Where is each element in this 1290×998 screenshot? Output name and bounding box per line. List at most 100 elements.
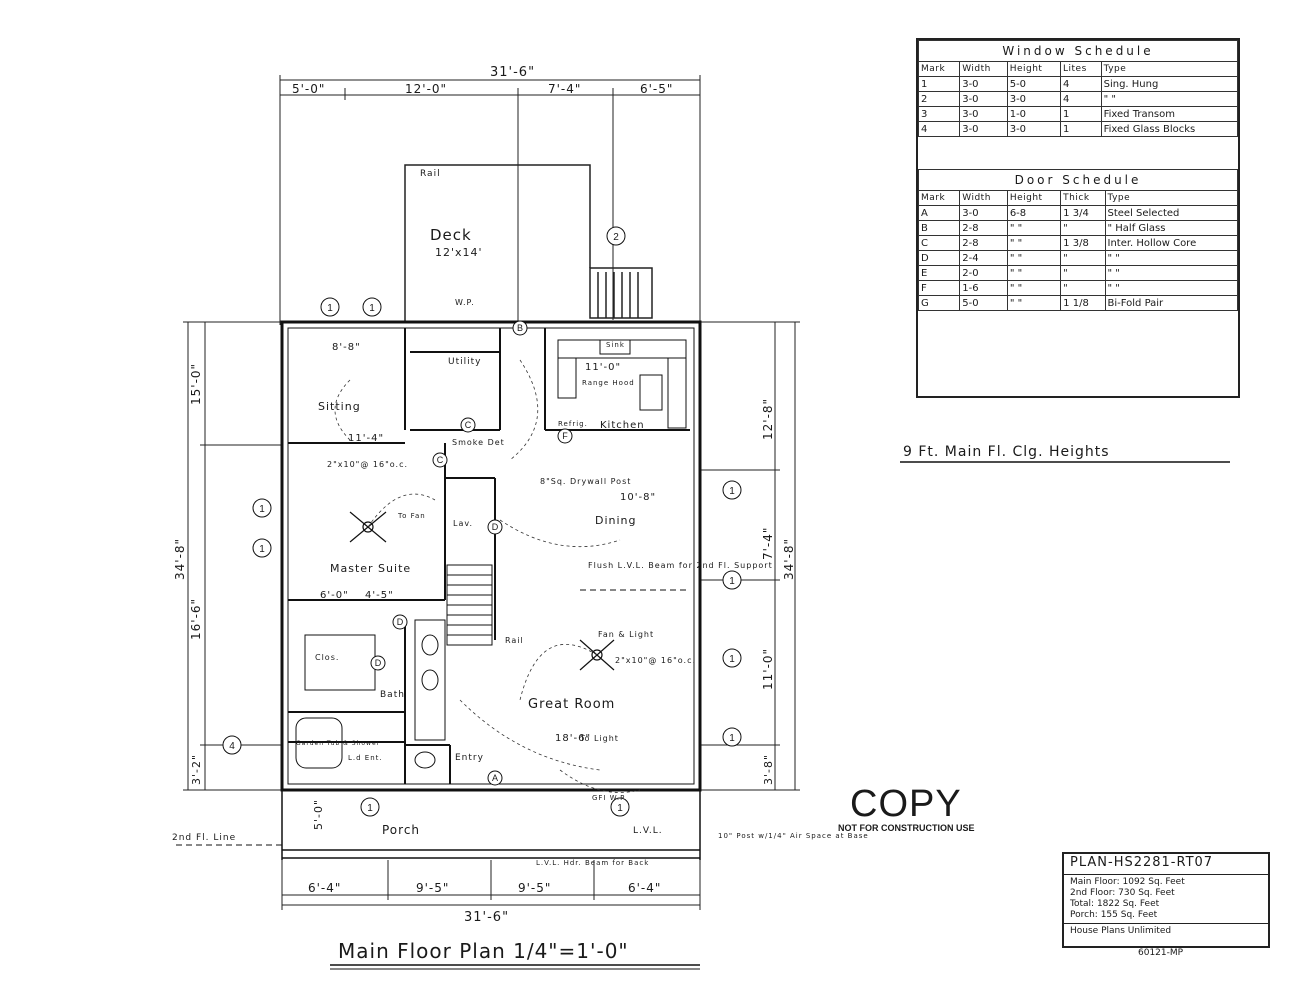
note-smoke-det: Smoke Det xyxy=(452,438,505,447)
svg-text:D: D xyxy=(492,522,499,532)
ws-header-height: Height xyxy=(1006,61,1062,77)
window-tags xyxy=(222,226,742,817)
svg-text:1: 1 xyxy=(617,803,623,814)
label-bath: Bath xyxy=(380,690,405,700)
label-deck: Deck xyxy=(430,226,472,244)
svg-text:1: 1 xyxy=(259,504,265,515)
note-gfi: GFI W.P. xyxy=(592,794,627,802)
area-row-total: Total: 1822 Sq. Feet xyxy=(1070,899,1160,909)
label-utility: Utility xyxy=(448,357,481,367)
dim-45: 4'-5" xyxy=(365,590,394,601)
svg-text:4: 4 xyxy=(229,741,235,752)
note-to-fan: To Fan xyxy=(397,512,426,520)
dim-left-seg-2: 16'-6" xyxy=(189,598,203,640)
area-row-second: 2nd Floor: 730 Sq. Feet xyxy=(1070,888,1175,898)
note-beam: L.V.L. Hdr. Beam for Back xyxy=(536,859,649,867)
dim-right-seg-4: 3'-8" xyxy=(762,754,775,785)
dim-top-seg-2: 12'-0" xyxy=(405,82,447,96)
dim-right-seg-1: 12'-8" xyxy=(761,398,775,440)
dim-left-seg-1: 15'-0" xyxy=(189,363,203,405)
svg-text:B: B xyxy=(517,323,523,333)
svg-text:1: 1 xyxy=(729,576,735,587)
label-rail-deck: Rail xyxy=(420,169,441,179)
svg-text:1: 1 xyxy=(259,544,265,555)
note-drywall-post: 8"Sq. Drywall Post xyxy=(540,477,631,486)
dim-bottom-seg-1: 6'-4" xyxy=(308,881,341,895)
label-entry: Entry xyxy=(455,753,484,763)
svg-text:C: C xyxy=(437,455,444,465)
note-lvl: L.V.L. xyxy=(633,826,663,836)
ds-header-thick: Thick xyxy=(1060,190,1106,206)
interior-walls xyxy=(288,328,690,784)
label-lav: Lav. xyxy=(453,519,473,528)
dim-dining: 10'-8" xyxy=(620,492,656,503)
dim-sitting: 8'-8" xyxy=(332,342,361,353)
label-dining: Dining xyxy=(595,514,637,527)
top-dimensions xyxy=(279,75,701,325)
window-schedule-table: Window Schedule Mark Width Height Lites … xyxy=(917,40,1239,137)
bottom-dimensions xyxy=(281,860,701,910)
copy-stamp-main: COPY xyxy=(850,783,962,825)
dim-great: 18'-6" xyxy=(555,733,591,744)
ws-header-mark: Mark xyxy=(917,61,961,77)
door-schedule-table: Door Schedule Mark Width Height Thick Ty… xyxy=(917,169,1238,311)
svg-text:2: 2 xyxy=(613,232,619,243)
schedules-panel: Window Schedule Mark Width Height Lites … xyxy=(916,38,1240,398)
plan-area-list: Main Floor: 1092 Sq. Feet 2nd Floor: 730… xyxy=(1064,875,1268,921)
dim-bottom-seg-3: 9'-5" xyxy=(518,881,551,895)
ds-header-mark: Mark xyxy=(917,190,961,206)
ds-header-height: Height xyxy=(1006,190,1062,206)
ws-header-type: Type xyxy=(1100,61,1239,77)
dim-top-seg-4: 6'-5" xyxy=(640,82,673,96)
exterior-walls xyxy=(280,320,702,792)
svg-text:1: 1 xyxy=(327,303,333,314)
dim-kitchen: 11'-0" xyxy=(585,362,621,373)
dim-left-overall: 34'-8" xyxy=(173,538,187,580)
drawing-title: Main Floor Plan 1/4"=1'-0" xyxy=(338,939,629,963)
door-schedule-title: Door Schedule xyxy=(918,169,1238,191)
door-tags xyxy=(370,320,573,786)
plan-info-box: PLAN-HS2281-RT07 Main Floor: 1092 Sq. Fe… xyxy=(1062,852,1270,948)
plan-code: 60121-MP xyxy=(1138,948,1184,958)
note-joist-great: 2"x10"@ 16"o.c. xyxy=(615,656,696,665)
copy-stamp: COPY NOT FOR CONSTRUCTION USE xyxy=(838,783,975,833)
ds-header-type: Type xyxy=(1104,190,1238,206)
ws-header-width: Width xyxy=(959,61,1008,77)
window-schedule-title: Window Schedule xyxy=(918,40,1238,62)
dim-master: 11'-4" xyxy=(348,433,384,444)
kitchen-counters xyxy=(557,339,687,429)
deck-outline xyxy=(404,164,653,322)
svg-text:D: D xyxy=(375,658,382,668)
dim-right-overall: 34'-8" xyxy=(782,538,796,580)
dim-bottom-seg-4: 6'-4" xyxy=(628,881,661,895)
svg-text:1: 1 xyxy=(729,486,735,497)
label-porch: Porch xyxy=(382,823,420,837)
label-clos: Clos. xyxy=(315,653,339,662)
dim-bottom-overall: 31'-6" xyxy=(464,910,509,925)
svg-text:1: 1 xyxy=(729,654,735,665)
label-kitchen: Kitchen xyxy=(600,420,645,431)
note-second-line: 2nd Fl. Line xyxy=(172,833,236,843)
dim-right-seg-2: 7'-4" xyxy=(761,527,775,560)
svg-text:F: F xyxy=(562,431,568,441)
note-shower: Garden Tub & Shower xyxy=(296,740,380,747)
svg-text:1: 1 xyxy=(369,303,375,314)
svg-text:1: 1 xyxy=(367,803,373,814)
label-sitting: Sitting xyxy=(318,400,361,413)
electrical-wiring xyxy=(334,359,641,793)
area-row-porch: Porch: 155 Sq. Feet xyxy=(1070,910,1158,920)
svg-text:1: 1 xyxy=(729,733,735,744)
copy-stamp-sub: NOT FOR CONSTRUCTION USE xyxy=(838,823,975,833)
label-great-room: Great Room xyxy=(528,697,615,712)
note-rail: Rail xyxy=(505,636,524,645)
note-post: 10" Post w/1/4" Air Space at Base xyxy=(718,832,869,840)
door-tag-letters: BC CD DD AF xyxy=(375,323,569,783)
svg-text:C: C xyxy=(465,420,472,430)
